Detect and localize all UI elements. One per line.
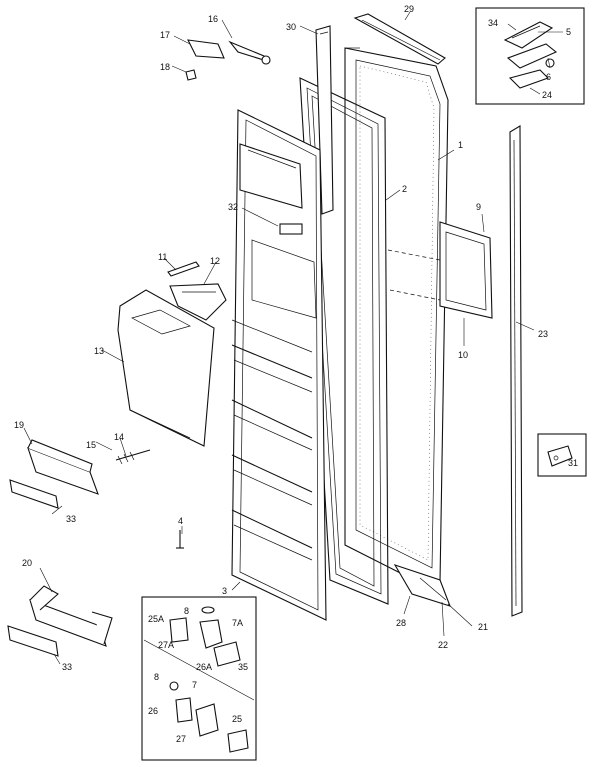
- callout-15: 15: [86, 440, 96, 450]
- callout-4: 4: [178, 516, 183, 526]
- callout-2: 2: [402, 184, 407, 194]
- screw-part-4: [176, 530, 184, 549]
- callout-34: 34: [488, 18, 498, 28]
- inset-callout-27: 27: [176, 734, 186, 744]
- rod-part-11: [167, 261, 200, 277]
- inset-callout-25: 25: [232, 714, 242, 724]
- callout-19: 19: [14, 420, 24, 430]
- callout-24: 24: [542, 90, 552, 100]
- callout-18: 18: [160, 62, 170, 72]
- callout-23: 23: [538, 329, 548, 339]
- inset-bottom-hinge: [141, 596, 257, 761]
- rear-panel: [387, 221, 493, 319]
- callout-10: 10: [458, 350, 468, 360]
- inset-callout-8a: 8: [184, 606, 189, 616]
- bracket-part-16-17: [185, 39, 271, 81]
- callout-28: 28: [396, 618, 406, 628]
- leader-lines: [23, 11, 535, 665]
- callout-21: 21: [478, 622, 488, 632]
- inner-door-liner: [231, 109, 327, 621]
- inset-callout-8b: 8: [154, 672, 159, 682]
- inset-callout-35: 35: [238, 662, 248, 672]
- outer-door-panel: [344, 47, 449, 589]
- callout-33b: 33: [62, 662, 72, 672]
- callout-3: 3: [222, 586, 227, 596]
- callout-5: 5: [566, 27, 571, 37]
- chute-part-12: [169, 283, 227, 321]
- callout-16: 16: [208, 14, 218, 24]
- part-31-box: [537, 433, 587, 477]
- inset-callout-7: 7: [192, 680, 197, 690]
- ice-bucket: [117, 289, 215, 447]
- inset-callout-26a: 26A: [196, 662, 212, 672]
- inset-top-hinge: [475, 7, 585, 105]
- handle-part-19: [9, 439, 99, 509]
- callout-22: 22: [438, 640, 448, 650]
- right-edge-trim: [509, 125, 523, 617]
- handle-part-20: [7, 585, 113, 657]
- spring-part-14-15: [115, 449, 151, 465]
- callout-11: 11: [158, 252, 167, 262]
- inset-callout-27a: 27A: [158, 640, 174, 650]
- callout-6: 6: [546, 72, 551, 82]
- callout-9: 9: [476, 202, 481, 212]
- callout-17: 17: [160, 30, 170, 40]
- callout-13: 13: [94, 346, 104, 356]
- callout-labels: 16 17 18 30 29 34 5 6 24 1 2 32 9 11 12 …: [14, 4, 578, 744]
- callout-29: 29: [404, 4, 414, 14]
- callout-30: 30: [286, 22, 296, 32]
- inset-callout-26: 26: [148, 706, 158, 716]
- top-trim-strip: [353, 13, 446, 65]
- callout-1: 1: [458, 140, 463, 150]
- callout-31: 31: [568, 458, 578, 468]
- callout-33a: 33: [66, 514, 76, 524]
- inset-callout-7a: 7A: [232, 618, 243, 628]
- callout-14: 14: [114, 432, 124, 442]
- callout-12: 12: [210, 256, 220, 266]
- callout-32: 32: [228, 202, 238, 212]
- callout-20: 20: [22, 558, 32, 568]
- inset-callout-25a: 25A: [148, 614, 164, 624]
